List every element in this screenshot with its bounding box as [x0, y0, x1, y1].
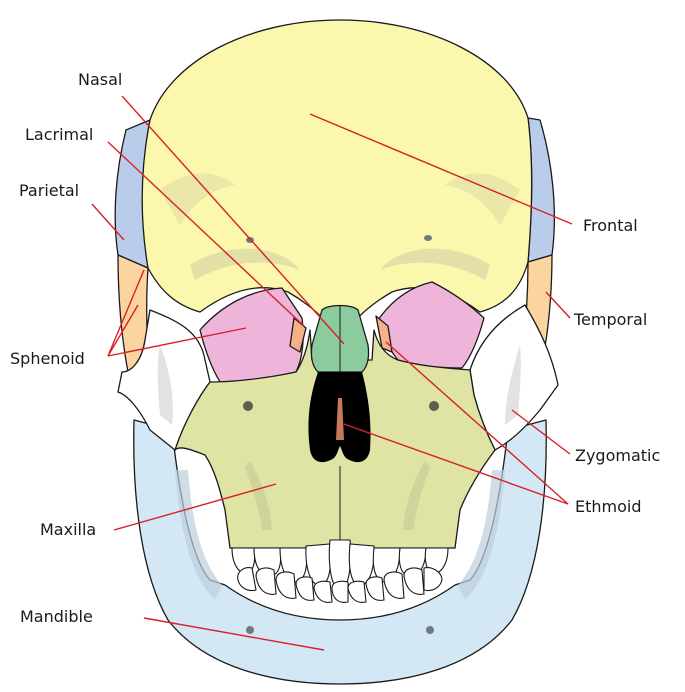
leader-zygomatic [511, 409, 571, 455]
label-parietal: Parietal [19, 181, 79, 200]
lower-teeth [237, 567, 443, 603]
leader-frontal [309, 113, 573, 225]
brow-ridge-shading [380, 248, 490, 280]
label-temporal: Temporal [573, 310, 647, 329]
label-lacrimal: Lacrimal [25, 125, 93, 144]
frontal-shading [445, 173, 520, 225]
label-zygomatic: Zygomatic [575, 446, 660, 465]
maxilla-shading [245, 460, 272, 530]
label-ethmoid: Ethmoid [575, 497, 642, 516]
mandible-shading [458, 470, 505, 600]
mandible-bone [133, 419, 547, 685]
zygomatic-shading [157, 345, 173, 425]
leader-temporal [545, 291, 571, 319]
infraorbital-foramen [243, 401, 253, 411]
sphenoid-bone-right [377, 281, 485, 369]
leader-lacrimal [107, 141, 305, 327]
frontal-shading [160, 173, 235, 225]
label-nasal: Nasal [78, 70, 122, 89]
zygomatic-shading [505, 345, 521, 425]
leader-ethmoid-1 [385, 341, 569, 505]
supraorbital-foramen [424, 235, 432, 241]
infraorbital-foramen [429, 401, 439, 411]
leader-lines [91, 95, 573, 651]
leader-mandible [143, 617, 325, 651]
mandible-shading [175, 470, 222, 600]
leader-maxilla [113, 483, 277, 531]
leader-nasal [121, 95, 345, 345]
leader-parietal [91, 203, 125, 241]
mental-foramen [246, 626, 254, 634]
label-sphenoid: Sphenoid [10, 349, 85, 368]
upper-teeth [231, 539, 449, 591]
leader-ethmoid-2 [343, 423, 569, 505]
label-mandible: Mandible [20, 607, 93, 626]
mental-foramen [426, 626, 434, 634]
maxilla-shading [403, 460, 430, 530]
label-frontal: Frontal [583, 216, 638, 235]
leader-sphenoid-2 [107, 304, 139, 357]
label-maxilla: Maxilla [40, 520, 96, 539]
leader-sphenoid-1 [107, 269, 145, 357]
brow-ridge-shading [190, 248, 300, 280]
vomer [336, 398, 344, 440]
leader-sphenoid-3 [107, 327, 247, 357]
